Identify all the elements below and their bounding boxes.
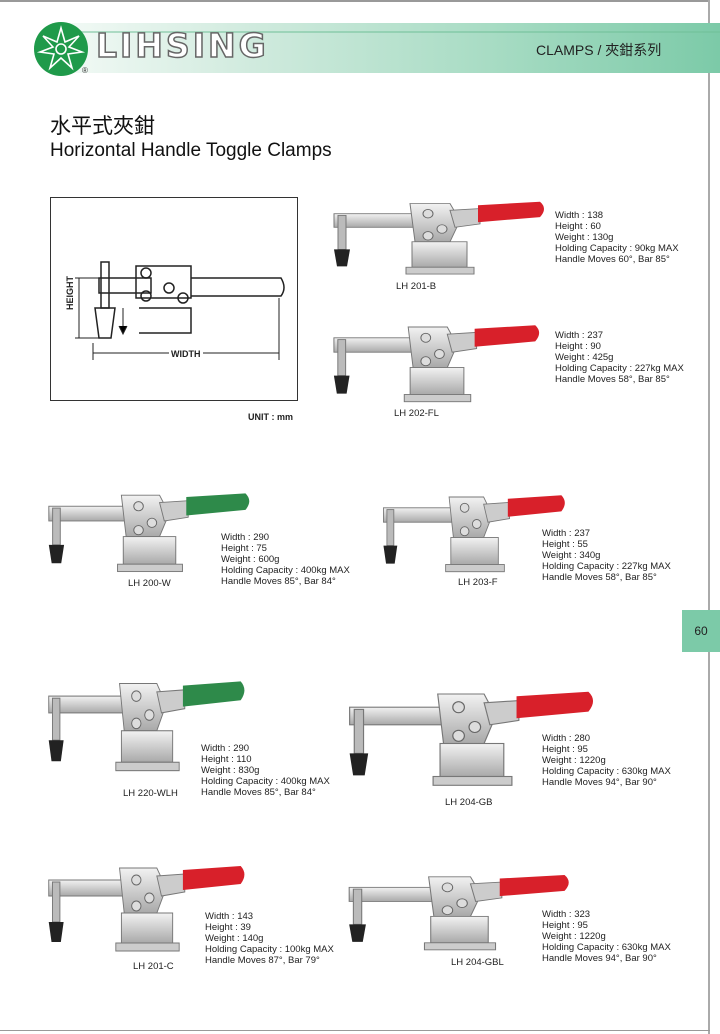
spec-line: Height : 110 xyxy=(201,754,252,765)
page-number-tab: 60 xyxy=(682,610,720,652)
product-image xyxy=(45,673,250,778)
dimension-diagram: HEIGHT WIDTH xyxy=(50,197,298,401)
product-image xyxy=(345,868,575,956)
brand-name: LIHSING xyxy=(95,25,269,66)
spec-line: Width : 138 xyxy=(555,210,604,221)
spec-line: Width : 280 xyxy=(542,733,591,744)
width-label: WIDTH xyxy=(169,349,203,359)
spec-line: Height : 39 xyxy=(205,922,251,933)
spec-line: Handle Moves 58°, Bar 85° xyxy=(542,572,657,583)
page-border-top xyxy=(0,0,710,2)
spec-line: Height : 90 xyxy=(555,341,601,352)
product-image xyxy=(380,488,570,578)
spec-line: Height : 95 xyxy=(542,920,588,931)
page-border-right xyxy=(708,0,710,1034)
spec-line: Weight : 340g xyxy=(542,550,601,561)
spec-line: Width : 143 xyxy=(205,911,254,922)
spec-line: Weight : 830g xyxy=(201,765,260,776)
section-title: CLAMPS / 夾鉗系列 xyxy=(536,42,662,58)
spec-line: Width : 290 xyxy=(221,532,270,543)
product-image xyxy=(45,858,250,958)
spec-line: Height : 55 xyxy=(542,539,588,550)
brand-logo-icon xyxy=(34,22,88,76)
product-image xyxy=(45,486,255,578)
spec-line: Holding Capacity : 400kg MAX xyxy=(221,565,350,576)
page-title: Horizontal Handle Toggle Clamps xyxy=(50,140,332,161)
product-model: LH 204-GBL xyxy=(451,957,504,968)
spec-line: Width : 290 xyxy=(201,743,250,754)
spec-line: Width : 323 xyxy=(542,909,591,920)
spec-line: Weight : 140g xyxy=(205,933,264,944)
product-model: LH 220-WLH xyxy=(123,788,178,799)
spec-line: Holding Capacity : 90kg MAX xyxy=(555,243,679,254)
registered-mark: ® xyxy=(82,66,88,75)
spec-line: Holding Capacity : 630kg MAX xyxy=(542,766,671,777)
product-model: LH 202-FL xyxy=(394,408,439,419)
product-model: LH 201-C xyxy=(133,961,174,972)
spec-line: Weight : 425g xyxy=(555,352,614,363)
spec-line: Holding Capacity : 630kg MAX xyxy=(542,942,671,953)
spec-line: Height : 60 xyxy=(555,221,601,232)
spec-line: Handle Moves 94°, Bar 90° xyxy=(542,777,657,788)
spec-line: Height : 95 xyxy=(542,744,588,755)
product-model: LH 203-F xyxy=(458,577,498,588)
product-image xyxy=(345,683,600,793)
product-model: LH 201-B xyxy=(396,281,437,292)
spec-line: Handle Moves 94°, Bar 90° xyxy=(542,953,657,964)
page-border-bottom xyxy=(0,1030,710,1031)
height-label: HEIGHT xyxy=(65,275,75,310)
spec-line: Holding Capacity : 100kg MAX xyxy=(205,944,334,955)
spec-line: Handle Moves 60°, Bar 85° xyxy=(555,254,670,265)
header-stripe xyxy=(60,31,720,33)
spec-line: Holding Capacity : 400kg MAX xyxy=(201,776,330,787)
spec-line: Handle Moves 58°, Bar 85° xyxy=(555,374,670,385)
product-model: LH 204-GB xyxy=(445,797,493,808)
spec-line: Holding Capacity : 227kg MAX xyxy=(542,561,671,572)
page-title-chinese: 水平式夾鉗 xyxy=(50,115,155,138)
spec-line: Handle Moves 85°, Bar 84° xyxy=(201,787,316,798)
spec-line: Weight : 1220g xyxy=(542,931,606,942)
spec-line: Height : 75 xyxy=(221,543,267,554)
unit-label: UNIT : mm xyxy=(248,412,293,422)
product-model: LH 200-W xyxy=(128,578,171,589)
product-image xyxy=(330,195,550,280)
spec-line: Width : 237 xyxy=(555,330,604,341)
product-image xyxy=(330,318,545,408)
spec-line: Weight : 1220g xyxy=(542,755,606,766)
spec-line: Weight : 600g xyxy=(221,554,280,565)
spec-line: Handle Moves 87°, Bar 79° xyxy=(205,955,320,966)
spec-line: Handle Moves 85°, Bar 84° xyxy=(221,576,336,587)
spec-line: Weight : 130g xyxy=(555,232,614,243)
spec-line: Width : 237 xyxy=(542,528,591,539)
spec-line: Holding Capacity : 227kg MAX xyxy=(555,363,684,374)
